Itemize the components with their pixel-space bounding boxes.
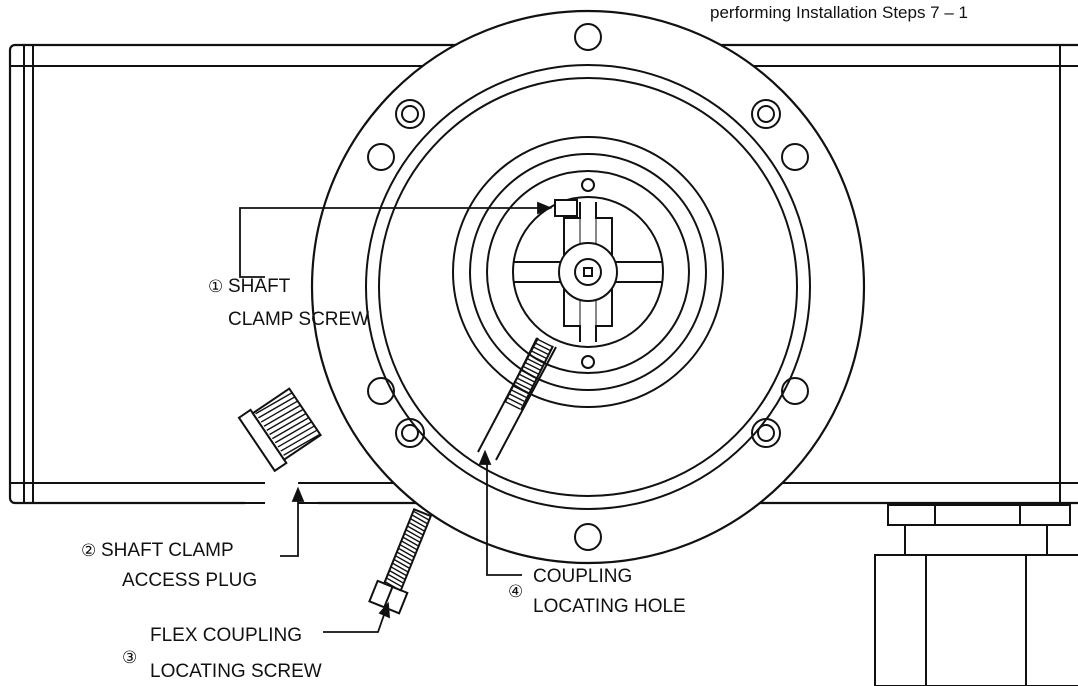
callout-3-line2: LOCATING SCREW	[150, 661, 322, 682]
leader-2	[280, 493, 299, 557]
callout-2-line1: SHAFT CLAMP	[101, 540, 234, 561]
header-note: performing Installation Steps 7 – 1	[710, 3, 968, 22]
callout-3-number: ③	[122, 648, 137, 668]
leader-3	[323, 611, 386, 633]
inner-hub	[452, 136, 724, 408]
callout-4-line2: LOCATING HOLE	[533, 596, 686, 617]
counterbored-screws	[395, 99, 781, 448]
callout-4-number: ④	[508, 582, 523, 602]
callout-1-line2: CLAMP SCREW	[228, 309, 369, 330]
loose-locating-screw	[368, 508, 433, 615]
callout-2-line2: ACCESS PLUG	[122, 570, 257, 591]
callout-1-number: ①	[208, 277, 223, 297]
access-plug	[237, 387, 322, 473]
bolt-holes	[367, 23, 809, 551]
leader-1-arrow	[537, 201, 553, 215]
plug-gap-edges	[245, 482, 318, 504]
locating-channel	[477, 337, 557, 461]
leader-3-arrow	[378, 601, 391, 619]
adapter-block	[874, 504, 1078, 686]
plug-gap	[245, 480, 318, 506]
leader-4-arrow	[478, 449, 492, 465]
flex-coupling	[512, 196, 664, 348]
leader-lines	[239, 201, 553, 633]
callout-3-line1: FLEX COUPLING	[150, 625, 302, 646]
callout-labels: ① SHAFT CLAMP SCREW ② SHAFT CLAMP ACCESS…	[81, 276, 686, 682]
callout-2-number: ②	[81, 541, 96, 561]
shaft-clamp-screw	[554, 199, 578, 217]
callout-4-line1: COUPLING	[533, 566, 632, 587]
leader-1	[239, 207, 548, 278]
callout-1-line1: SHAFT	[228, 276, 291, 297]
leader-2-arrow	[291, 486, 305, 502]
leader-4	[486, 458, 522, 576]
